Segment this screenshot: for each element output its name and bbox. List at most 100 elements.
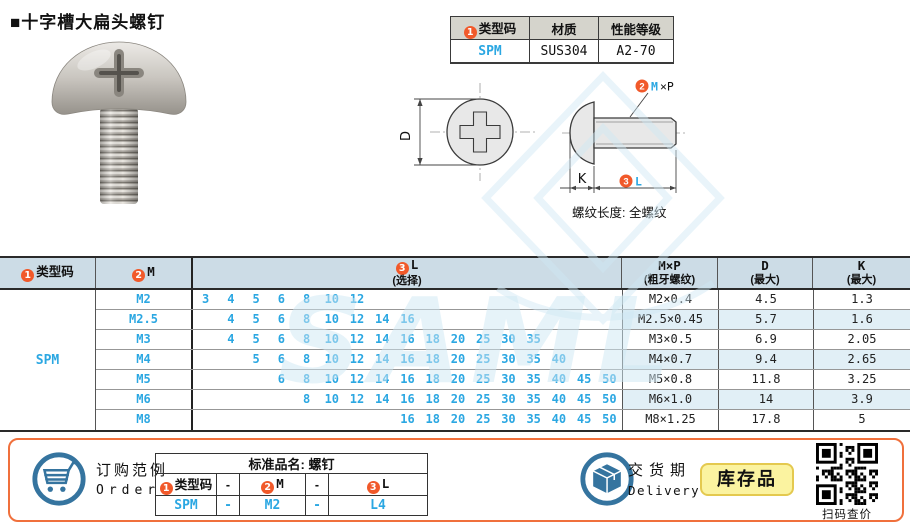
l-option: 6	[277, 352, 285, 366]
l-option: 8	[302, 312, 311, 326]
l-option	[572, 350, 597, 369]
spec-header-grade: 性能等级	[598, 16, 674, 40]
phillips-cross	[459, 111, 501, 153]
l-option: 20	[450, 392, 466, 406]
l-option: 30	[501, 412, 516, 426]
l-option: 8	[302, 292, 311, 306]
l-option	[193, 350, 218, 369]
l-option	[243, 390, 268, 409]
l-option: 16	[400, 332, 415, 346]
spec-header-material: 材质	[529, 16, 599, 40]
l-option: 50	[602, 392, 617, 406]
thread-length-note: 螺纹长度: 全螺纹	[572, 205, 667, 220]
order-dash-value: -	[305, 495, 329, 516]
m-size-cell: M8	[96, 410, 193, 430]
k-max-cell: 2.65	[813, 350, 910, 369]
l-option	[471, 290, 496, 309]
dim-label-m: M	[651, 80, 658, 94]
badge-3-icon	[619, 174, 633, 188]
l-option: 45	[576, 412, 592, 426]
order-dash: -	[216, 473, 240, 496]
l-option: 12	[349, 352, 365, 366]
l-option	[572, 290, 597, 309]
l-option: 45	[576, 392, 592, 406]
d-max-cell: 5.7	[718, 310, 813, 329]
mxp-cell: M3×0.5	[622, 330, 718, 349]
m-size-cell: M5	[96, 370, 193, 389]
l-option: 10	[324, 332, 340, 346]
l-option: 14	[375, 372, 390, 386]
badge-2-icon	[635, 79, 649, 93]
svg-text:2: 2	[639, 82, 644, 93]
l-option	[597, 330, 622, 349]
l-option: 20	[450, 372, 466, 386]
k-max-cell: 1.6	[813, 310, 910, 329]
head-side-view	[569, 101, 595, 165]
d-max-cell: 14	[718, 390, 813, 409]
l-option: 25	[475, 372, 491, 386]
l-option: 16	[400, 352, 415, 366]
l-option	[193, 370, 218, 389]
order-label: 订购范例 Order	[96, 462, 169, 498]
l-option	[597, 310, 622, 329]
cart-icon	[32, 452, 86, 506]
l-option: 6	[277, 372, 285, 386]
d-max-cell: 11.8	[718, 370, 813, 389]
l-option: 20	[450, 332, 466, 346]
l-option: 16	[400, 312, 415, 326]
package-icon	[580, 452, 634, 506]
k-max-cell: 1.3	[813, 290, 910, 309]
l-option	[370, 410, 395, 430]
l-option: 8	[302, 332, 311, 346]
badge-3: 3	[395, 262, 409, 276]
l-option: 20	[450, 412, 466, 426]
m-size-cell: M6	[96, 390, 193, 409]
l-option: 25	[475, 352, 491, 366]
l-option: 16	[400, 392, 415, 406]
k-max-cell: 3.9	[813, 390, 910, 409]
spec-value-material: SUS304	[529, 39, 599, 64]
l-option	[420, 310, 445, 329]
spec-value-grade: A2-70	[598, 39, 674, 64]
header-k: K(最大)	[846, 258, 877, 286]
l-option	[395, 290, 420, 309]
header-d: D(最大)	[718, 258, 813, 288]
l-option: 6	[277, 312, 285, 326]
l-option: 25	[475, 332, 491, 346]
order-dash-value: -	[216, 495, 240, 516]
l-option	[521, 290, 546, 309]
dim-label-xp: ×P	[660, 80, 674, 94]
l-option: 18	[425, 332, 440, 346]
l-option: 12	[349, 312, 365, 326]
mxp-cell: M5×0.8	[622, 370, 718, 389]
l-option: 20	[450, 352, 466, 366]
l-option: 4	[227, 332, 235, 346]
l-option	[572, 330, 597, 349]
l-option: 14	[375, 312, 390, 326]
l-option	[193, 410, 218, 430]
dim-label-d: D	[399, 131, 414, 141]
l-option	[445, 310, 470, 329]
l-option	[218, 350, 243, 369]
mxp-cell: M6×1.0	[622, 390, 718, 409]
l-option: 8	[302, 392, 311, 406]
l-option	[471, 310, 496, 329]
l-option	[572, 310, 597, 329]
l-option: 5	[252, 332, 260, 346]
l-option	[597, 290, 622, 309]
l-option: 40	[551, 392, 567, 406]
l-option	[243, 410, 268, 430]
l-option	[218, 370, 243, 389]
l-option	[370, 290, 395, 309]
